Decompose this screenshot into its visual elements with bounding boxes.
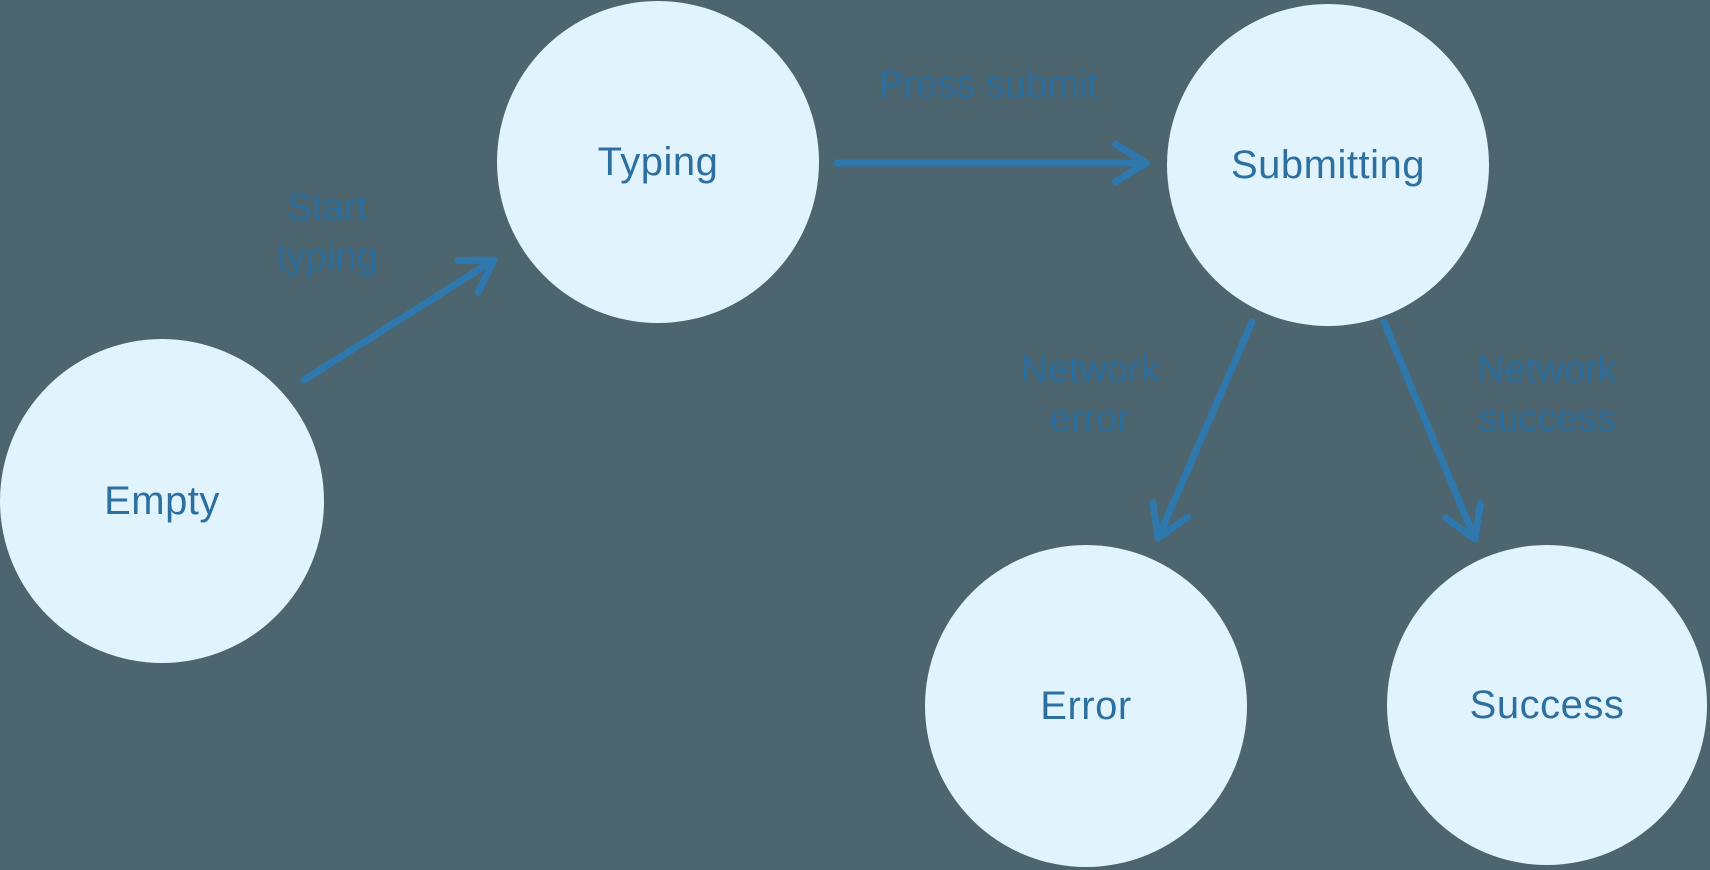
- transition-arrow-empty-to-typing: [300, 256, 498, 384]
- transition-label-submitting-to-success: Network success: [1477, 346, 1616, 444]
- transition-label-line: Network: [1020, 349, 1160, 391]
- transition-label-line: Press submit: [878, 64, 1098, 106]
- transition-label-line: Start: [286, 187, 368, 229]
- transition-arrow-submitting-to-error: [1154, 318, 1256, 542]
- transition-arrow-submitting-to-success: [1380, 318, 1479, 543]
- state-node-label: Empty: [104, 478, 220, 523]
- transition-label-line: typing: [276, 236, 378, 278]
- state-node-typing: Typing: [497, 1, 819, 323]
- transition-label-line: success: [1478, 398, 1616, 440]
- transition-label-typing-to-submitting: Press submit: [878, 61, 1098, 110]
- state-node-empty: Empty: [0, 339, 324, 663]
- state-node-label: Submitting: [1231, 142, 1425, 187]
- transition-label-empty-to-typing: Start typing: [276, 184, 377, 282]
- state-node-label: Error: [1040, 683, 1132, 728]
- state-node-label: Typing: [597, 139, 719, 184]
- state-node-label: Success: [1469, 682, 1625, 727]
- transition-label-line: Network: [1477, 349, 1617, 391]
- state-node-success: Success: [1387, 545, 1707, 865]
- arrowhead-icon: [1442, 499, 1484, 543]
- transition-label-line: error: [1049, 398, 1131, 440]
- transition-label-submitting-to-error: Network error: [1020, 346, 1159, 444]
- state-node-error: Error: [925, 545, 1247, 867]
- arrowhead-icon: [454, 256, 498, 296]
- arrowhead-icon: [1111, 140, 1150, 186]
- state-node-submitting: Submitting: [1167, 4, 1489, 326]
- arrowhead-icon: [1149, 498, 1192, 542]
